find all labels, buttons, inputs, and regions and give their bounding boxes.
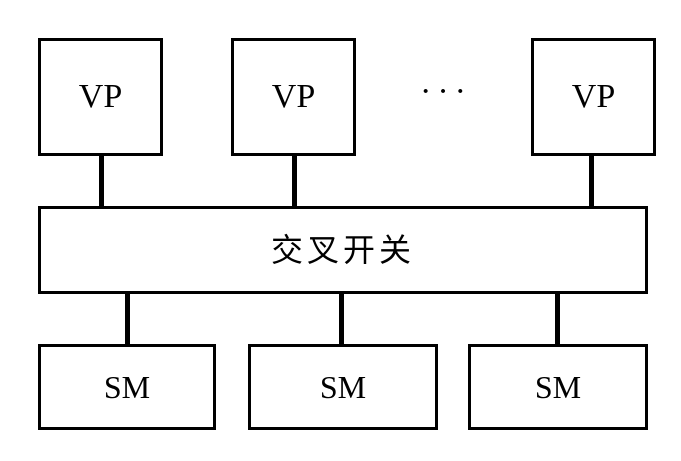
vp-label-1: VP	[78, 78, 123, 115]
vp-box-1: VP	[38, 38, 163, 156]
sm-label-2: SM	[319, 369, 367, 405]
vp-box-2: VP	[231, 38, 356, 156]
vp-connector-1	[99, 155, 104, 207]
ellipsis: ···	[420, 73, 472, 110]
vp-connector-2	[292, 155, 297, 207]
vp-box-3: VP	[531, 38, 656, 156]
sm-label-1: SM	[103, 369, 151, 405]
vp-label-3: VP	[571, 78, 616, 115]
crossbar-switch-box: 交叉开关	[38, 206, 648, 294]
sm-box-1: SM	[38, 344, 216, 430]
sm-label-3: SM	[534, 369, 582, 405]
sm-box-3: SM	[468, 344, 648, 430]
vp-label-2: VP	[271, 78, 316, 115]
sm-connector-2	[339, 293, 344, 345]
sm-box-2: SM	[248, 344, 438, 430]
sm-connector-1	[125, 293, 130, 345]
sm-connector-3	[555, 293, 560, 345]
vp-connector-3	[589, 155, 594, 207]
crossbar-switch-label: 交叉开关	[270, 231, 415, 269]
